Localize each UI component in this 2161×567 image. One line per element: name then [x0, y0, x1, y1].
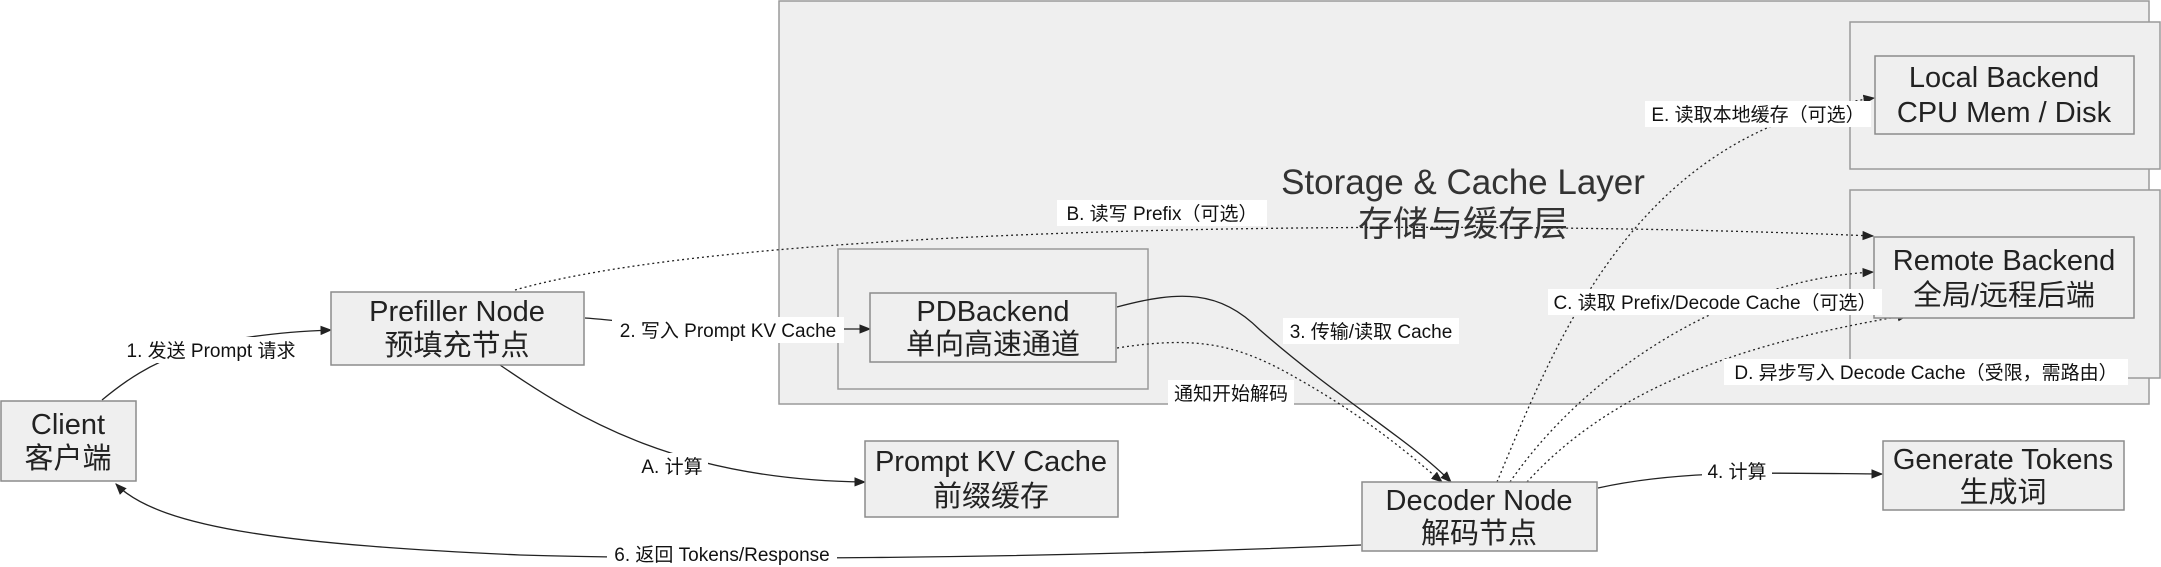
generate-tokens-label-en: Generate Tokens — [1893, 444, 2113, 476]
node-client[interactable]: Client 客户端 — [0, 400, 137, 482]
client-label-zh: 客户端 — [24, 442, 111, 475]
prefiller-label-zh: 预填充节点 — [384, 329, 529, 362]
remote-backend-label-en: Remote Backend — [1893, 245, 2115, 277]
prefiller-label-en: Prefiller Node — [369, 296, 545, 328]
decoder-label-zh: 解码节点 — [1421, 517, 1537, 550]
node-local-backend[interactable]: Local Backend CPU Mem / Disk — [1874, 55, 2135, 135]
prompt-kv-cache-label-zh: 前缀缓存 — [933, 480, 1049, 513]
edge-return-tokens — [115, 483, 1362, 559]
edge-read-prefix-decode — [1509, 267, 1875, 483]
remote-backend-label-zh: 全局/远程后端 — [1913, 279, 2095, 312]
edge-notify-decode — [1116, 341, 1443, 483]
edge-label-async-write: D. 异步写入 Decode Cache（受限，需路由） — [1734, 362, 2117, 384]
edge-label-compute-prefill: A. 计算 — [641, 456, 702, 478]
edge-label-return-tokens: 6. 返回 Tokens/Response — [614, 544, 829, 566]
client-label-en: Client — [31, 409, 105, 441]
local-backend-label-en: Local Backend — [1909, 62, 2099, 94]
decoder-label-en: Decoder Node — [1386, 485, 1573, 517]
edge-label-write-prompt-kv: 2. 写入 Prompt KV Cache — [620, 321, 836, 342]
node-remote-backend[interactable]: Remote Backend 全局/远程后端 — [1873, 236, 2135, 319]
edge-label-send-prompt: 1. 发送 Prompt 请求 — [127, 340, 296, 362]
node-prefiller[interactable]: Prefiller Node 预填充节点 — [330, 291, 585, 366]
generate-tokens-label-zh: 生成词 — [1959, 476, 2046, 509]
prompt-kv-cache-label-en: Prompt KV Cache — [875, 446, 1107, 478]
edge-label-transfer-cache: 3. 传输/读取 Cache — [1290, 321, 1453, 343]
node-prompt-kv-cache[interactable]: Prompt KV Cache 前缀缓存 — [864, 440, 1119, 518]
edge-label-read-local: E. 读取本地缓存（可选） — [1651, 104, 1864, 126]
node-pdbackend[interactable]: PDBackend 单向高速通道 — [869, 292, 1117, 363]
edge-label-compute-decode: 4. 计算 — [1707, 461, 1766, 483]
edge-label-notify-decode: 通知开始解码 — [1174, 383, 1288, 405]
storage-layer-title-en: Storage & Cache Layer — [1281, 163, 1645, 202]
edge-labels: 1. 发送 Prompt 请求 2. 写入 Prompt KV Cache A.… — [118, 101, 2128, 567]
storage-layer-title-zh: 存储与缓存层 — [1358, 205, 1568, 244]
edge-label-rw-prefix: B. 读写 Prefix（可选） — [1066, 203, 1257, 225]
node-decoder[interactable]: Decoder Node 解码节点 — [1361, 481, 1598, 552]
pdbackend-label-zh: 单向高速通道 — [906, 328, 1080, 361]
pdbackend-label-en: PDBackend — [916, 296, 1069, 328]
edge-transfer-cache — [1116, 295, 1452, 483]
edge-compute-prefill — [499, 364, 867, 487]
edge-label-read-prefix-decode: C. 读取 Prefix/Decode Cache（可选） — [1553, 292, 1876, 314]
edge-async-write — [1526, 312, 1910, 483]
node-generate-tokens[interactable]: Generate Tokens 生成词 — [1882, 440, 2125, 511]
local-backend-label-zh: CPU Mem / Disk — [1897, 97, 2112, 129]
